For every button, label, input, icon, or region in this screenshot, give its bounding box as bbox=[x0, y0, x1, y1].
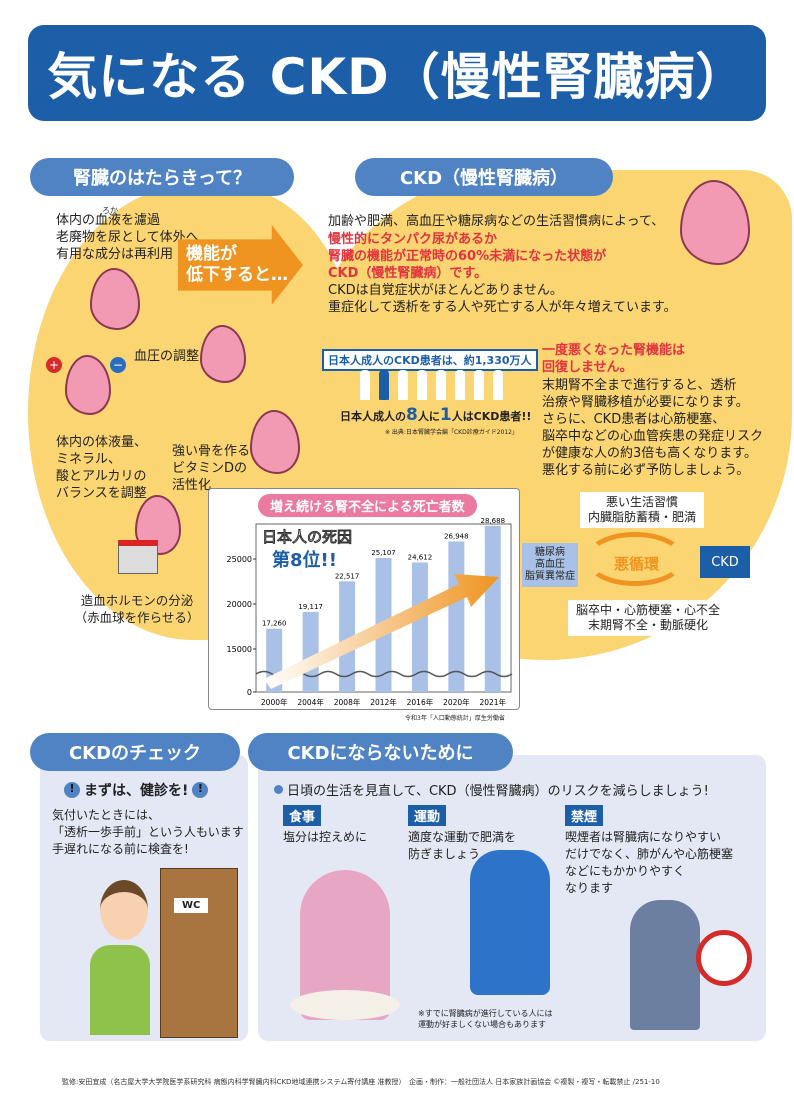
x-tick-label: 2000年 bbox=[261, 697, 288, 707]
x-tick-label: 2008年 bbox=[334, 697, 361, 707]
man-illustration-icon bbox=[90, 945, 150, 1035]
trend-arrow bbox=[264, 574, 499, 689]
bar bbox=[448, 541, 465, 692]
person-icon bbox=[474, 370, 484, 400]
data-label: 17,260 bbox=[262, 620, 287, 628]
smoker-illustration-icon bbox=[630, 900, 700, 1030]
data-label: 24,612 bbox=[408, 553, 433, 561]
minus-icon: − bbox=[110, 357, 126, 373]
data-label: 26,948 bbox=[444, 532, 469, 540]
meal-icon bbox=[290, 990, 400, 1020]
data-label: 19,117 bbox=[298, 603, 323, 611]
cycle-arrows-icon bbox=[585, 532, 685, 586]
warning-heading: 一度悪くなった腎機能は回復しません。 bbox=[542, 343, 686, 375]
chart-title: 増え続ける腎不全による死亡者数 bbox=[258, 494, 477, 517]
x-tick-label: 2016年 bbox=[407, 697, 434, 707]
person-icon bbox=[398, 370, 408, 400]
kidney-character-pump-icon bbox=[200, 325, 246, 383]
data-label: 25,107 bbox=[371, 549, 396, 557]
y-tick-label: 25000 bbox=[227, 555, 252, 564]
patients-source: ※ 出典:日本腎臓学会編「CKD診療ガイド2012」 bbox=[385, 429, 518, 436]
chart-annotation-2: 第8位!! bbox=[272, 550, 337, 571]
exclamation-icon: ! bbox=[192, 782, 209, 798]
patients-label: 日本人成人のCKD患者は、約1,330万人 bbox=[322, 349, 538, 371]
runner-illustration-icon bbox=[470, 850, 550, 995]
check-body: 気付いたときには、「透析一歩手前」という人もいます手遅れになる前に検査を! bbox=[52, 808, 244, 856]
prevent-heading: CKDにならないために bbox=[248, 733, 513, 771]
bullet-icon bbox=[274, 785, 283, 794]
chart-annotation-1: 日本人の死因 bbox=[261, 528, 353, 547]
exercise-note: ※すでに腎臓病が進行している人には運動が好ましくない場合もあります bbox=[418, 1009, 553, 1029]
kidney-character-balance-icon bbox=[65, 355, 111, 415]
balance-text: 体内の体液量、ミネラル、酸とアルカリのバランスを調整 bbox=[56, 435, 148, 501]
kidney-function-heading: 腎臓のはたらきって？ bbox=[30, 158, 294, 196]
kidney-character-bone-icon bbox=[250, 410, 300, 474]
prevent-item-diet: 食事 塩分は控えめに bbox=[283, 805, 367, 846]
y-tick-label: 0 bbox=[247, 688, 252, 697]
chart-source: 令和3年「人口動態統計」厚生労働省 bbox=[405, 715, 505, 722]
x-tick-label: 2020年 bbox=[443, 697, 470, 707]
data-label: 22,517 bbox=[335, 572, 360, 580]
y-tick-label: 20000 bbox=[227, 600, 252, 609]
blood-pressure-text: 血圧の調整 bbox=[134, 349, 200, 364]
ratio-text: 日本人成人の8人に1人はCKD患者!! bbox=[340, 405, 532, 425]
person-highlight-icon bbox=[379, 370, 389, 400]
filter-text: 体内の血液を濾過老廃物を尿として体外へ有用な成分は再利用 bbox=[56, 213, 199, 262]
person-icon bbox=[493, 370, 503, 400]
cycle-bottom: 脳卒中・心筋梗塞・心不全末期腎不全・動脈硬化 bbox=[568, 600, 729, 636]
x-tick-label: 2021年 bbox=[479, 697, 506, 707]
data-label: 28,688 bbox=[481, 517, 506, 525]
hormone-text: 造血ホルモンの分泌（赤血球を作らせる） bbox=[74, 593, 200, 625]
person-icon bbox=[417, 370, 427, 400]
ckd-body: CKDは自覚症状がほとんどありません。重症化して透析をする人や死亡する人が年々増… bbox=[328, 283, 677, 315]
no-smoking-icon bbox=[696, 930, 752, 986]
bar bbox=[302, 611, 319, 692]
prevent-item-exercise: 運動 適度な運動で肥満を防ぎましょう bbox=[408, 805, 516, 863]
vitamin-d-text: 強い骨を作るビタミンDの活性化 bbox=[172, 444, 251, 493]
bar bbox=[484, 525, 501, 692]
toilet-door bbox=[160, 868, 238, 1038]
worried-kidney-character-icon bbox=[680, 180, 750, 265]
prevent-item-smoking: 禁煙 喫煙者は腎臓病になりやすいだけでなく、肺がんや心筋梗塞などにもかかりやすく… bbox=[565, 805, 733, 897]
cycle-top: 悪い生活習慣内臓脂肪蓄積・肥満 bbox=[580, 492, 705, 528]
x-tick-label: 2004年 bbox=[297, 697, 324, 707]
exclamation-icon: ! bbox=[64, 782, 80, 798]
cycle-right: CKD bbox=[700, 546, 750, 578]
filter-ruby: ろか bbox=[102, 206, 118, 215]
person-icon bbox=[436, 370, 446, 400]
check-subheading: ! まずは、健診を! ! bbox=[64, 780, 209, 800]
bar bbox=[411, 562, 428, 692]
pot-icon bbox=[118, 540, 158, 574]
death-count-chart: 0 15000 20000 25000 17,260 2000年 19,117 2004年 22… bbox=[208, 488, 520, 710]
person-icon bbox=[360, 370, 370, 400]
x-tick-label: 2012年 bbox=[370, 697, 397, 707]
door-sign: WC bbox=[174, 898, 209, 913]
person-icon bbox=[455, 370, 465, 400]
man-head-icon bbox=[100, 880, 148, 940]
page-title: 気になる CKD（慢性腎臓病） bbox=[28, 25, 766, 121]
warning-body: 末期腎不全まで進行すると、透析治療や腎臓移植が必要になります。さらに、CKD患者… bbox=[542, 378, 764, 478]
ckd-heading: CKD（慢性腎臓病） bbox=[355, 158, 613, 196]
y-tick-label: 15000 bbox=[227, 645, 252, 654]
cycle-left: 糖尿病高血圧脂質異常症 bbox=[522, 543, 578, 587]
chart-svg: 0 15000 20000 25000 17,260 2000年 19,117 2004年 22… bbox=[227, 517, 513, 707]
bar bbox=[339, 581, 356, 692]
footer-credit: 監修:安田宜成（名古屋大学大学院医学系研究科 病態内科学腎臓内科CKD地域連携シ… bbox=[62, 1078, 660, 1086]
prevent-lead: 日頃の生活を見直して、CKD（慢性腎臓病）のリスクを減らしましょう! bbox=[274, 780, 709, 799]
plus-icon: + bbox=[46, 357, 62, 373]
ckd-intro: 加齢や肥満、高血圧や糖尿病などの生活習慣病によって、 bbox=[328, 214, 665, 229]
kidney-character-filter-icon bbox=[90, 268, 140, 330]
check-heading: CKDのチェック bbox=[30, 733, 240, 771]
people-icons bbox=[360, 370, 503, 400]
